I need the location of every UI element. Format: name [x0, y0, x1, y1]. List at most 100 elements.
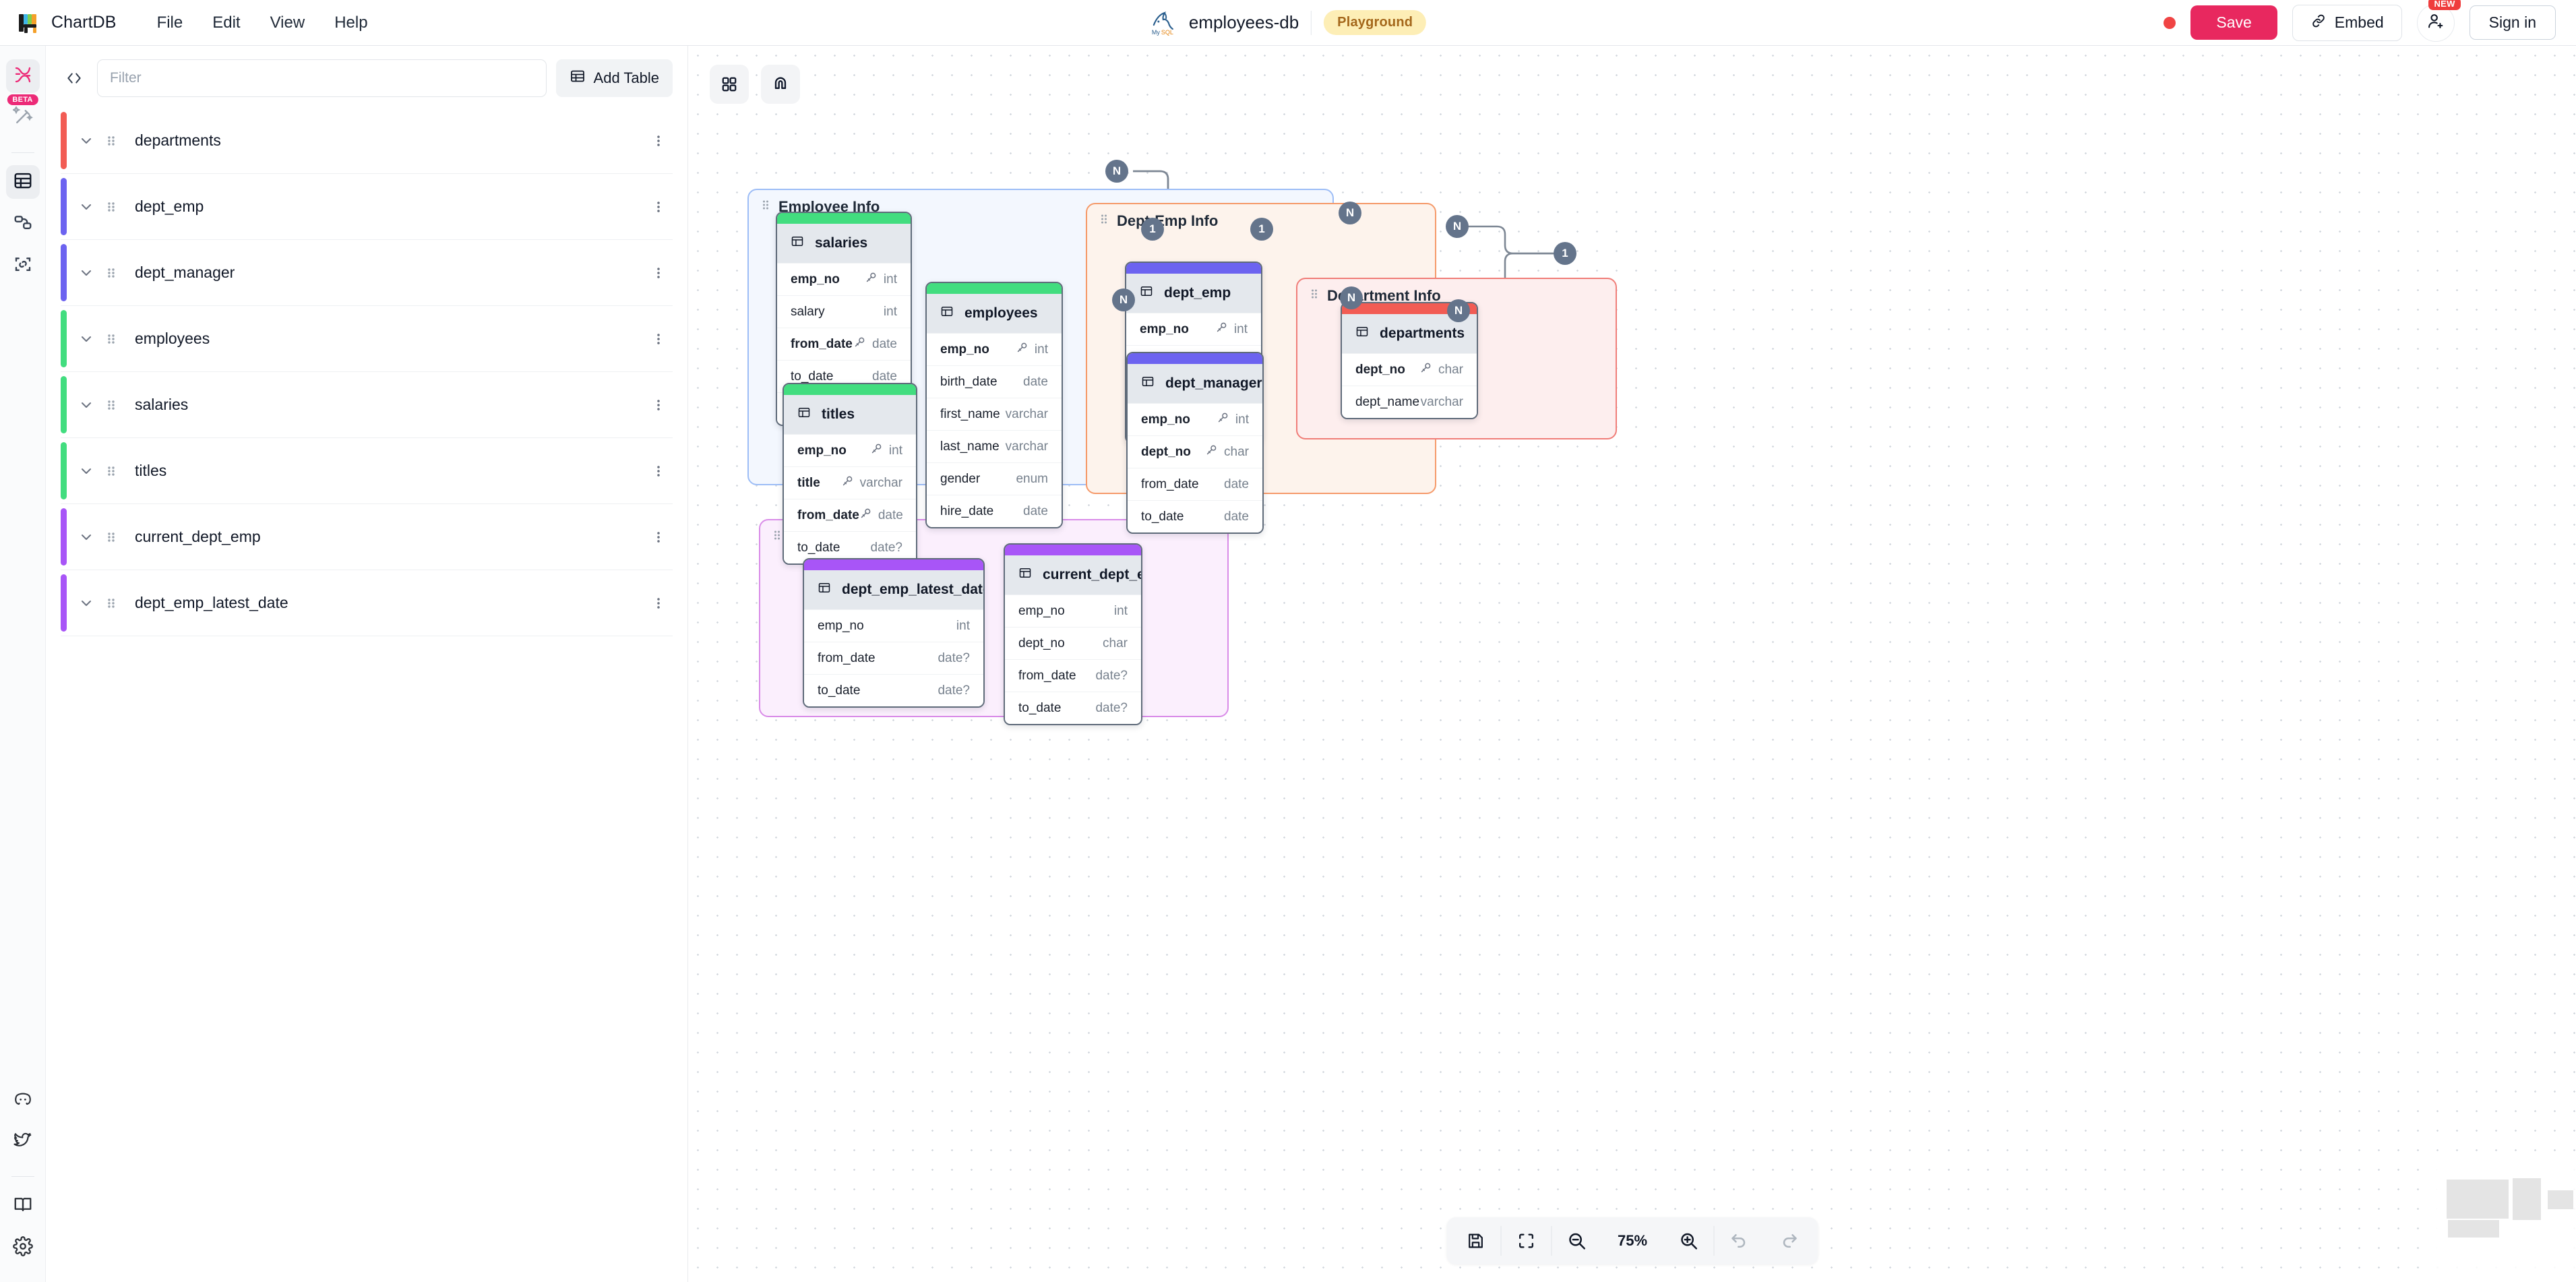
menu-file[interactable]: File: [156, 13, 183, 32]
drag-handle-icon[interactable]: [105, 463, 117, 479]
table-node-header[interactable]: dept_manager: [1128, 364, 1262, 403]
table-options-icon[interactable]: [651, 265, 673, 281]
table-options-icon[interactable]: [651, 331, 673, 347]
sign-in-button[interactable]: Sign in: [2469, 5, 2556, 40]
save-button[interactable]: Save: [2190, 5, 2277, 40]
rail-item-docs[interactable]: [6, 1189, 40, 1223]
chevron-down-icon[interactable]: [78, 331, 94, 347]
rail-item-diagrams[interactable]: [5, 59, 40, 93]
table-node-header[interactable]: current_dept_emp: [1005, 555, 1141, 594]
chevron-down-icon[interactable]: [78, 133, 94, 149]
table-list-item-dept_emp[interactable]: dept_emp: [61, 174, 673, 240]
zoom-level[interactable]: 75%: [1617, 1232, 1648, 1249]
table-options-icon[interactable]: [651, 463, 673, 479]
redo-icon[interactable]: [1764, 1221, 1814, 1260]
table-list-item-titles[interactable]: titles: [61, 438, 673, 504]
rail-item-dependencies[interactable]: [6, 249, 40, 282]
filter-input[interactable]: [97, 59, 547, 97]
layout-grid-icon[interactable]: [710, 65, 749, 104]
table-options-icon[interactable]: [651, 199, 673, 215]
chevron-down-icon[interactable]: [78, 529, 94, 545]
chevron-down-icon[interactable]: [78, 463, 94, 479]
drag-handle-icon[interactable]: [105, 397, 117, 413]
drag-handle-icon[interactable]: [105, 595, 117, 611]
drag-handle-icon[interactable]: [105, 331, 117, 347]
menu-help[interactable]: Help: [334, 13, 368, 32]
menu-edit[interactable]: Edit: [212, 13, 241, 32]
add-table-button[interactable]: Add Table: [555, 59, 673, 97]
rail-item-relationships[interactable]: [6, 207, 40, 241]
table-options-icon[interactable]: [651, 529, 673, 545]
chevron-down-icon[interactable]: [78, 595, 94, 611]
table-node-header[interactable]: dept_emp: [1126, 274, 1261, 313]
rail-item-twitter[interactable]: [6, 1125, 40, 1159]
table-options-icon[interactable]: [651, 397, 673, 413]
chevron-down-icon[interactable]: [78, 397, 94, 413]
chevron-down-icon[interactable]: [78, 265, 94, 281]
minimap[interactable]: [2422, 1154, 2576, 1282]
rail-item-ai-magic[interactable]: BETA: [6, 94, 40, 135]
table-node-header[interactable]: dept_emp_latest_date: [804, 570, 983, 609]
drag-handle-icon[interactable]: [105, 529, 117, 545]
undo-icon[interactable]: [1714, 1221, 1764, 1260]
drag-handle-icon[interactable]: [105, 265, 117, 281]
drag-handle-icon[interactable]: [761, 198, 770, 216]
table-list-item-dept_manager[interactable]: dept_manager: [61, 240, 673, 306]
table-node-header[interactable]: departments: [1342, 314, 1477, 353]
table-list-item-departments[interactable]: departments: [61, 108, 673, 174]
table-node-current_dept_emp[interactable]: current_dept_empemp_nointdept_nocharfrom…: [1004, 543, 1142, 725]
chevron-down-icon[interactable]: [78, 199, 94, 215]
drag-handle-icon[interactable]: [772, 528, 782, 546]
magnet-icon[interactable]: [761, 65, 800, 104]
table-node-header[interactable]: salaries: [777, 224, 911, 263]
table-node-header[interactable]: employees: [927, 294, 1062, 333]
drag-handle-icon[interactable]: [1099, 212, 1109, 230]
zoom-out-icon[interactable]: [1552, 1221, 1601, 1260]
drag-handle-icon[interactable]: [105, 133, 117, 149]
database-name[interactable]: employees-db: [1188, 12, 1299, 32]
table-node-header[interactable]: titles: [784, 395, 916, 434]
add-user-button[interactable]: NEW: [2416, 0, 2461, 42]
rail-item-settings[interactable]: [6, 1231, 40, 1264]
zoom-in-icon[interactable]: [1663, 1221, 1713, 1260]
save-diagram-icon[interactable]: [1450, 1221, 1500, 1260]
table-list-item-dept_emp_latest_date[interactable]: dept_emp_latest_date: [61, 570, 673, 636]
drag-handle-icon[interactable]: [105, 199, 117, 215]
drag-handle-icon[interactable]: [1310, 287, 1319, 305]
menu-view[interactable]: View: [270, 13, 305, 32]
table-options-icon[interactable]: [651, 133, 673, 149]
table-options-icon[interactable]: [651, 595, 673, 611]
table-list-item-salaries[interactable]: salaries: [61, 372, 673, 438]
fit-screen-icon[interactable]: [1501, 1221, 1551, 1260]
table-list-item-employees[interactable]: employees: [61, 306, 673, 372]
